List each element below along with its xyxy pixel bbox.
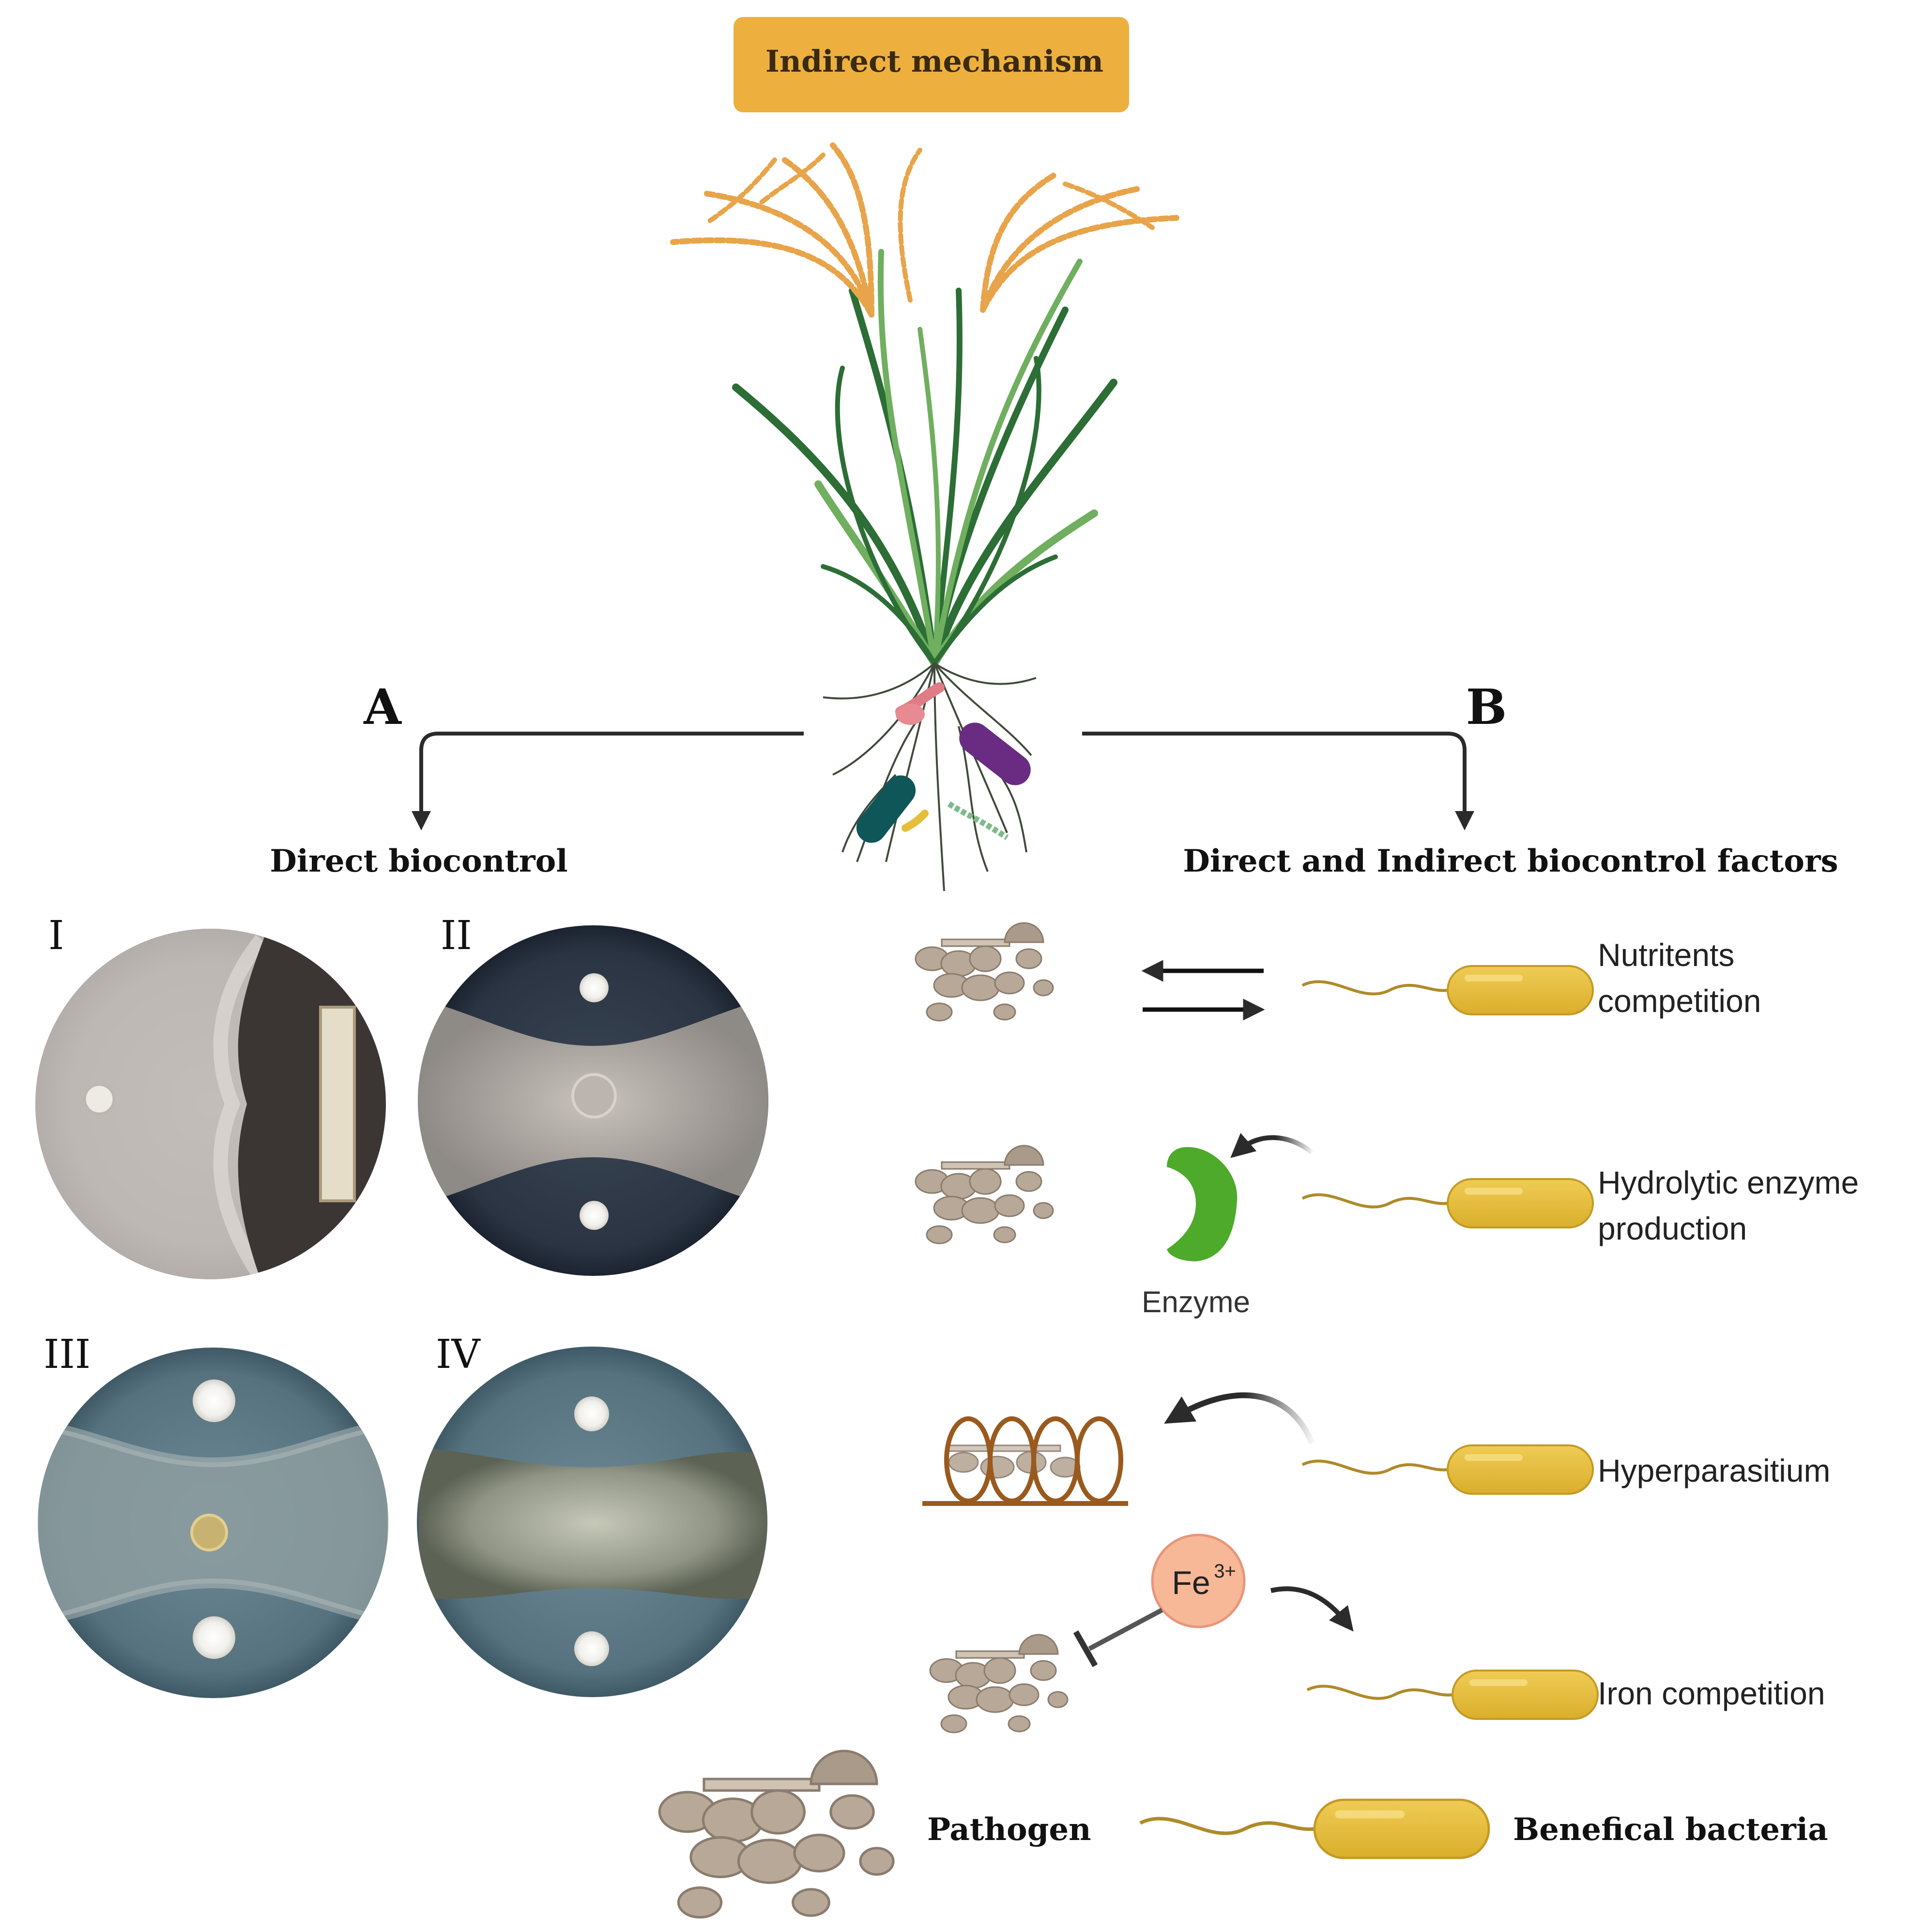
bacterium-icon (1301, 1444, 1594, 1495)
plate-ii-colony-top (580, 973, 609, 1002)
plate-iv-numeral: IV (436, 1332, 481, 1378)
title-box-background (734, 17, 1129, 112)
plate-i-agar-strip (319, 1006, 356, 1202)
plate-iii: III (38, 1332, 388, 1698)
pathogen-icon (915, 1145, 1054, 1244)
factor-nutrient-line1: Nutritents (1598, 937, 1734, 973)
bacterium-icon (1306, 1670, 1599, 1720)
factor-enzyme-line1: Hydrolytic enzyme (1598, 1165, 1859, 1200)
plate-i-disc (83, 1083, 115, 1115)
hyperparasitism-coil-icon (922, 1416, 1128, 1506)
bacterium-legend-icon (1139, 1798, 1490, 1859)
plate-iv: IV (417, 1332, 767, 1697)
pathogen-legend-icon (658, 1749, 895, 1919)
factor-nutrient-line2: competition (1598, 983, 1761, 1019)
factor-iron: Iron competition (1598, 1675, 1825, 1711)
title-text: Indirect mechanism (765, 44, 1103, 79)
plate-ii-center-disc (571, 1073, 617, 1119)
plate-ii: II (418, 913, 768, 1276)
enzyme-label: Enzyme (1142, 1286, 1250, 1319)
iron-symbol: Fe (1172, 1564, 1210, 1601)
rice-plant-illustration (670, 142, 1179, 891)
iron-charge: 3+ (1214, 1561, 1236, 1582)
pathogen-icon (929, 1634, 1069, 1733)
plate-i: I (35, 913, 386, 1279)
branch-a-letter: A (363, 678, 402, 736)
legend-pathogen-label: Pathogen (927, 1811, 1091, 1848)
rice-panicles (670, 142, 1179, 318)
factor-enzyme-line2: production (1598, 1211, 1747, 1246)
branch-a-arrow (412, 732, 804, 830)
bacterium-icon (1301, 965, 1594, 1015)
inhibition-icon (1073, 1608, 1163, 1667)
branch-a-label: Direct biocontrol (270, 843, 567, 879)
plate-iv-colony-top (574, 1396, 609, 1431)
plate-ii-colony-bottom (580, 1201, 609, 1230)
enzyme-arrow (1230, 1133, 1314, 1158)
iron-uptake-arrow (1270, 1586, 1354, 1632)
branch-b-label: Direct and Indirect biocontrol factors (1183, 843, 1838, 879)
legend-bacteria-label: Benefical bacteria (1513, 1811, 1828, 1848)
rice-leaves (732, 249, 1117, 667)
enzyme-icon (1167, 1147, 1238, 1261)
pathogen-icon (915, 922, 1054, 1022)
plate-iii-colony-top (193, 1380, 235, 1422)
plate-iv-colony-bottom (574, 1631, 609, 1666)
bacterium-icon (1301, 1178, 1594, 1228)
factor-hyperparasitism: Hyperparasitium (1598, 1453, 1831, 1488)
plate-iii-numeral: III (44, 1332, 91, 1378)
plate-iii-colony-bottom (193, 1616, 235, 1659)
branch-b-arrow (1082, 732, 1474, 830)
iron-ion-icon: Fe 3+ (1151, 1533, 1246, 1628)
plate-i-numeral: I (48, 913, 64, 959)
title-box: Indirect mechanism (734, 17, 1129, 112)
soil-microbes (856, 682, 1031, 843)
branch-b-letter: B (1466, 678, 1507, 736)
plate-ii-numeral: II (441, 913, 472, 959)
hyperparasitism-arrow (1164, 1392, 1315, 1444)
plate-iii-center-disc (190, 1514, 228, 1551)
